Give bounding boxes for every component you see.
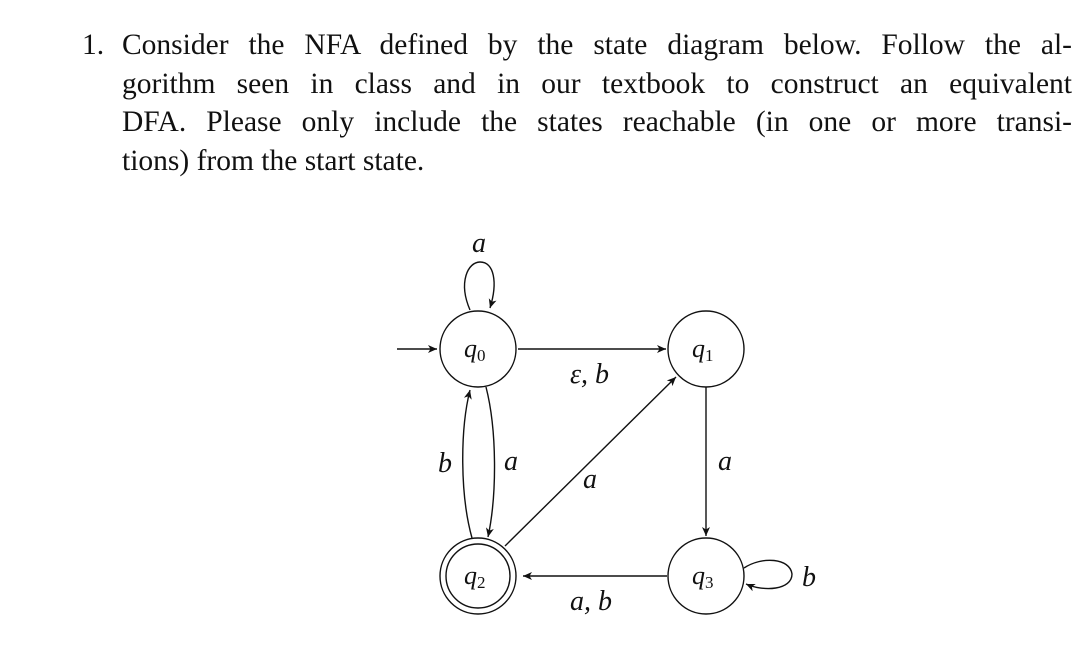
transition-label: a [472, 228, 486, 259]
transition-label: a [718, 446, 732, 477]
transition-label: b [438, 448, 452, 479]
problem-line: tions) from the start state. [122, 144, 425, 177]
transition-q3-q3 [743, 559, 793, 592]
state-label: q3 [692, 561, 714, 592]
problem-line: gorithm seen in class and in our textboo… [122, 67, 1072, 100]
state-q3: q3 [667, 537, 745, 615]
state-q1: q1 [667, 310, 745, 388]
state-q0: q0 [439, 310, 517, 388]
accepting-ring [445, 543, 511, 609]
transition-q2-q0 [462, 389, 473, 539]
transition-label: b [802, 562, 816, 593]
state-q2: q2 [439, 537, 517, 615]
transition-q0-q0 [463, 261, 497, 311]
transition-label: a, b [570, 586, 612, 617]
state-label: q1 [692, 334, 714, 365]
transition-q2-q1 [504, 376, 677, 547]
state-label: q2 [464, 561, 486, 592]
problem-number: 1. [82, 29, 105, 61]
problem-statement: 1. Consider the NFA defined by the state… [82, 26, 1072, 180]
transition-q0-q2 [485, 386, 496, 538]
transition-label: ε, b [570, 359, 609, 390]
problem-text: Consider the NFA defined by the state di… [122, 26, 1072, 180]
state-label: q0 [464, 334, 486, 365]
problem-line: Consider the NFA defined by the state di… [122, 29, 1072, 61]
transition-label: a [583, 464, 597, 495]
problem-line: DFA. Please only include the states reac… [122, 106, 1072, 138]
transition-label: a [504, 446, 518, 477]
